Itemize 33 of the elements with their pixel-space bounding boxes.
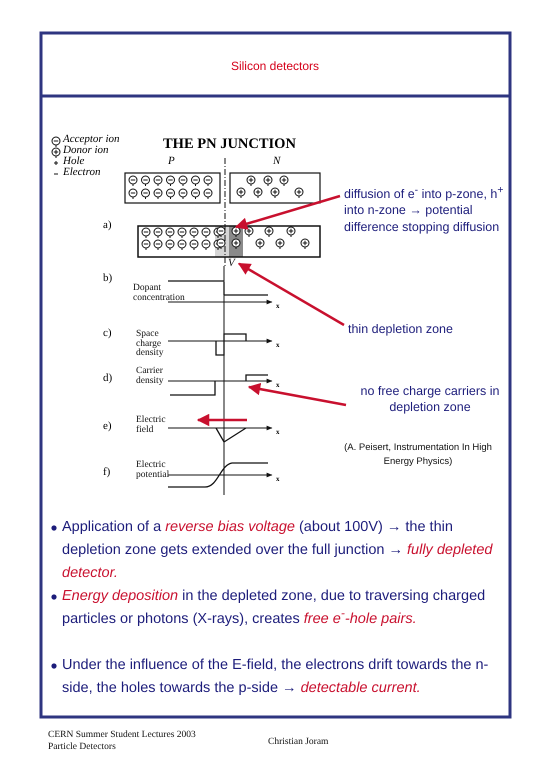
region-label: N	[273, 155, 282, 168]
figure-title: THE PN JUNCTION	[163, 136, 297, 153]
leader-arrow	[248, 382, 346, 406]
callout-text: diffusion of e$^{-}$ into p-zone, h$^{+}$ into n-zone → potential difference stopping diffusion	[344, 186, 504, 235]
legend-label: Hole	[63, 155, 84, 167]
leader-arrow	[238, 262, 345, 326]
region-label: P	[168, 155, 176, 168]
voltage-label: V	[228, 257, 238, 270]
axis-title: Electric field	[136, 416, 167, 435]
bullet-text: Energy deposition in the depleted zone, due to traversing charged particles or photons (X-rays), creates free e$^{-}$-hole pairs.	[62, 587, 486, 629]
citation: (A. Peisert, Instrumentation In High Energy Physics)	[343, 441, 493, 469]
slide-title: Silicon detectors	[230, 60, 320, 74]
axis-title: Carrier density	[136, 367, 164, 386]
legend-label: Electron	[63, 166, 100, 179]
footer-text: CERN Summer Student Lectures 2003	[48, 730, 197, 741]
panel-label: b)	[103, 272, 114, 285]
legend-label: Acceptor ion	[63, 133, 120, 146]
legend-label: Donor ion	[63, 144, 109, 156]
axis-title: Dopant concentration	[133, 284, 186, 303]
panel-label: c)	[103, 327, 113, 340]
leader-arrow	[234, 194, 340, 230]
callout-text: thin depletion zone	[348, 321, 488, 338]
panel-label: a)	[103, 219, 113, 232]
axis-title: Electric potential	[136, 461, 170, 480]
bullet-text: Under the influence of the E-field, the electrons drift towards the n-side, the holes towards the p-side → detectable current.	[62, 656, 490, 698]
panel-label: d)	[103, 372, 114, 385]
footer-text: Christian Joram	[268, 737, 330, 748]
callout-text: no free charge carriers in depletion zone	[350, 383, 510, 416]
panel-label: f)	[103, 466, 112, 479]
bullet-text: Application of a reverse bias voltage (about 100V) → the thin depletion zone gets extended over the full junction → fully depleted detector.	[62, 518, 494, 583]
footer-text: Particle Detectors	[48, 742, 117, 753]
axis-title: Space charge density	[136, 330, 164, 358]
panel-label: e)	[103, 420, 113, 433]
